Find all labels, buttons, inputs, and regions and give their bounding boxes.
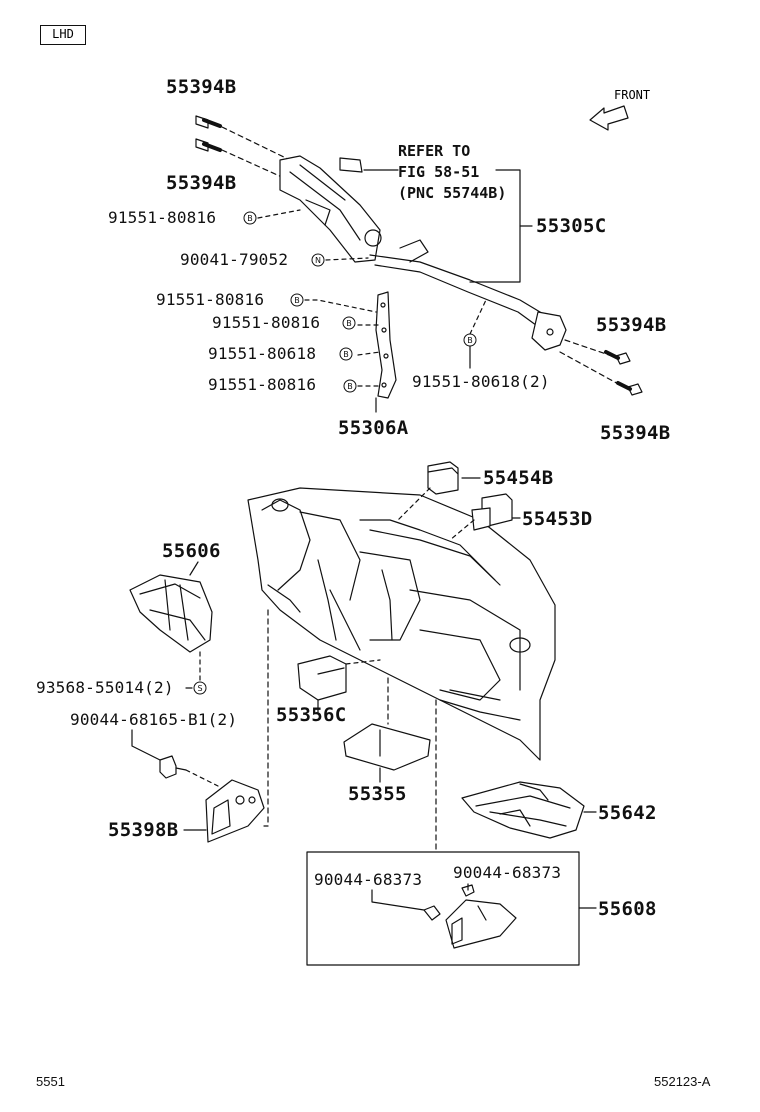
clip-icon-90044-68373-a — [423, 905, 441, 921]
circle-b-symbol: B — [343, 350, 349, 359]
bolt-icon-top-1 — [195, 115, 222, 129]
side-trim-55398b — [205, 779, 265, 843]
part-label-90044-68373[interactable]: 90044-68373 — [453, 863, 562, 882]
part-label-55394b[interactable]: 55394B — [596, 314, 667, 336]
part-label-55454b[interactable]: 55454B — [483, 467, 554, 489]
cross-car-beam — [279, 155, 567, 351]
circle-b-symbol: B — [347, 382, 353, 391]
part-label-55394b[interactable]: 55394B — [166, 76, 237, 98]
lower-trim-55608 — [445, 899, 517, 949]
part-label-91551-80618[interactable]: 91551-80618 — [208, 344, 317, 363]
part-label-55394b[interactable]: 55394B — [600, 422, 671, 444]
part-label-55394b[interactable]: 55394B — [166, 172, 237, 194]
circle-b-symbol: B — [247, 214, 253, 223]
part-label-55398b[interactable]: 55398B — [108, 819, 179, 841]
bolt-icon-right-2 — [616, 381, 643, 396]
part-label-55356c[interactable]: 55356C — [276, 704, 347, 726]
part-label-55305c[interactable]: 55305C — [536, 215, 607, 237]
bracket-55606 — [129, 574, 213, 653]
part-label-93568-55014-qty2[interactable]: 93568-55014(2) — [36, 678, 174, 697]
pad-55356c — [297, 655, 347, 701]
circle-s-symbol: S — [197, 684, 202, 693]
clip-block-55454b — [427, 461, 459, 495]
lhd-badge: LHD — [40, 25, 86, 45]
part-label-55355[interactable]: 55355 — [348, 783, 407, 805]
part-label-55606[interactable]: 55606 — [162, 540, 221, 562]
reference-line-2: FIG 58-51 — [398, 163, 480, 181]
illustration-code: 552123-A — [654, 1074, 711, 1089]
circle-b-symbol: B — [294, 296, 300, 305]
part-label-91551-80816[interactable]: 91551-80816 — [108, 208, 217, 227]
bolt-icon-top-2 — [195, 138, 222, 152]
part-label-91551-80816[interactable]: 91551-80816 — [212, 313, 321, 332]
bolt-icon-right-1 — [604, 350, 631, 365]
lower-cover-55642 — [461, 781, 585, 839]
part-label-90044-68373[interactable]: 90044-68373 — [314, 870, 423, 889]
part-label-55306a[interactable]: 55306A — [338, 417, 409, 439]
part-label-55642[interactable]: 55642 — [598, 802, 657, 824]
part-label-90041-79052[interactable]: 90041-79052 — [180, 250, 289, 269]
part-label-91551-80816[interactable]: 91551-80816 — [208, 375, 317, 394]
clip-block-55453d — [471, 493, 513, 531]
front-label: FRONT — [614, 88, 651, 102]
clip-icon-90044 — [159, 755, 187, 779]
circle-b-symbol: B — [467, 336, 473, 345]
part-label-90044-68165-b1-qty2[interactable]: 90044-68165-B1(2) — [70, 710, 238, 729]
front-arrow-icon — [589, 105, 629, 131]
part-label-91551-80618-qty2[interactable]: 91551-80618(2) — [412, 372, 550, 391]
circle-n-symbol: N — [315, 256, 321, 265]
reference-note: REFER TO FIG 58-51 (PNC 55744B) — [398, 141, 506, 204]
circle-b-symbol: B — [346, 319, 352, 328]
part-label-91551-80816[interactable]: 91551-80816 — [156, 290, 265, 309]
figure-number: 5551 — [36, 1074, 65, 1089]
part-label-55608[interactable]: 55608 — [598, 898, 657, 920]
instrument-panel — [247, 487, 556, 761]
center-brace — [375, 291, 397, 399]
reference-line-3: (PNC 55744B) — [398, 184, 507, 202]
pad-55355 — [343, 723, 431, 771]
reference-line-1: REFER TO — [398, 142, 471, 160]
part-label-55453d[interactable]: 55453D — [522, 508, 593, 530]
